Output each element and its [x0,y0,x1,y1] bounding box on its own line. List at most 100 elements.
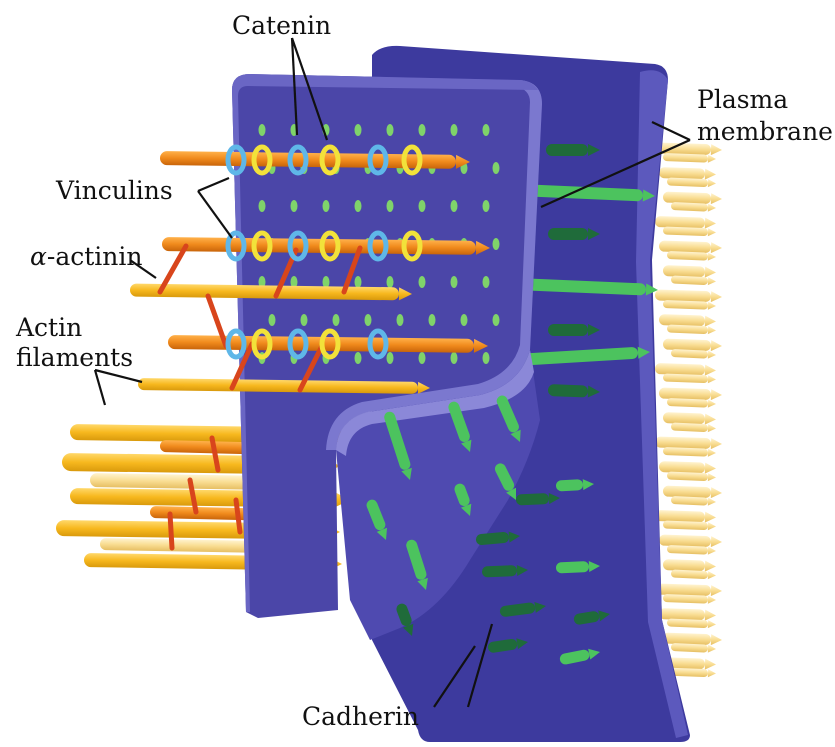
right-filament-tip [711,340,722,351]
right-filament [667,472,716,482]
label-catenin: Catenin [232,11,331,40]
right-filament [663,447,716,457]
right-filament-tip [711,585,722,596]
right-filament [671,276,716,286]
membrane-dot [451,352,458,364]
right-filament-tip [705,463,716,474]
right-filament-body [663,374,708,384]
label-vinculins: Vinculins [55,176,173,205]
membrane-dot [483,276,490,288]
right-filament-tip [705,512,716,523]
right-filament [659,167,716,180]
right-filament-tip [708,596,716,604]
right-filament [655,363,716,376]
right-filament-body [655,437,711,450]
right-filament-body [663,300,708,310]
right-filament-tip [708,498,716,506]
right-filament-tip [708,253,716,261]
right-filament-tip [708,204,716,212]
right-filament-body [667,398,708,408]
membrane-dot [483,124,490,136]
membrane-dot [323,200,330,212]
right-filament-tip [711,193,722,204]
membrane-dot [355,276,362,288]
membrane-dot [365,314,372,326]
right-filament-tip [708,449,716,457]
right-filament [671,496,716,506]
right-filament [671,423,716,433]
right-filament-body [655,510,705,523]
right-filament-body [667,472,708,482]
right-filament-tip [708,571,716,579]
right-filament-body [667,251,708,261]
right-filament-tip [705,365,716,376]
right-filament-body [659,241,711,254]
membrane-dot [419,276,426,288]
right-filament-body [671,349,708,359]
cadherin-body [546,144,588,156]
right-filament-body [659,608,705,621]
right-filament [655,584,722,597]
right-filament-tip [708,620,716,628]
right-filament [663,633,722,646]
right-filament [667,178,716,188]
right-filament-tip [705,610,716,621]
right-filament-tip [711,536,722,547]
right-filament-tip [705,267,716,278]
membrane-dot [355,124,362,136]
right-filament-body [659,388,711,401]
cadherin-body [548,324,588,336]
membrane-dot [429,314,436,326]
right-filament-body [663,339,711,352]
label-alpha-symbol: α [30,242,47,271]
right-filament-tip [711,438,722,449]
right-filament-tip [711,291,722,302]
alpha-actinin-crosslink [170,514,172,548]
right-filament [663,300,716,310]
right-filament [655,437,722,450]
membrane-dot [387,352,394,364]
membrane-dot [269,314,276,326]
right-filament [655,216,716,229]
membrane-dot [493,314,500,326]
right-filament-body [671,570,708,580]
membrane-dot [387,124,394,136]
membrane-dot [301,314,308,326]
membrane-dot [387,200,394,212]
right-filament-body [655,584,711,597]
cadherin-body [556,561,590,573]
right-filament-body [663,227,708,237]
right-filament [667,398,716,408]
cadherin-body [548,228,588,240]
right-filament [659,608,716,621]
label-actinin-text: -actinin [47,242,143,271]
right-filament-body [667,325,708,335]
right-filament-tip [705,561,716,572]
right-filament-tip [708,473,716,481]
right-filament [663,339,722,352]
right-filament-body [663,153,708,163]
right-filament-tip [705,316,716,327]
right-filament-tip [708,645,716,653]
right-filament [671,349,716,359]
membrane-dot [483,352,490,364]
membrane-dot [451,200,458,212]
right-filament [663,412,716,425]
right-filament-tip [705,169,716,180]
right-filament [671,202,716,212]
right-filament-body [663,559,705,572]
right-filament [663,192,722,205]
right-filament [659,461,716,474]
right-filament-body [671,276,708,286]
membrane-dot [259,200,266,212]
cadherin-body [516,493,550,505]
membrane-dot [451,124,458,136]
right-filament-tip [708,424,716,432]
right-filament-tip [711,389,722,400]
right-filament-tip [708,179,716,187]
right-filament [663,153,716,163]
membrane-dot [493,162,500,174]
label-cadherin: Cadherin [302,702,419,731]
right-filament-tip [708,547,716,555]
